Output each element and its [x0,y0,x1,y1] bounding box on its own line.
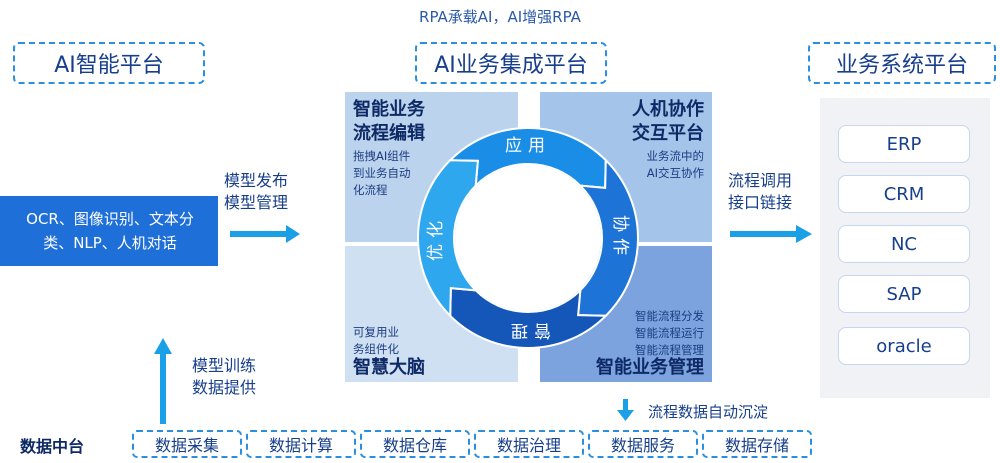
quadrant-flow-edit-note-1: 拖拽AI组件 [353,149,411,163]
quadrant-collaboration-note-1: 业务流中的 [646,149,705,163]
quadrant-management-title: 智能业务管理 [596,357,704,378]
quadrant-collaboration-note-2: AI交互协作 [646,166,704,180]
data-item-service: 数据服务 [588,430,698,458]
quadrant-management-note: 智能流程分发 智能流程运行 智能流程管理 [635,308,704,359]
quadrant-flow-edit-title-1: 智能业务 [353,99,425,120]
publish-label-line-2: 模型管理 [224,193,289,212]
ai-features-line-2: 类、NLP、人机对话 [43,234,177,252]
quadrant-collaboration-note: 业务流中的 AI交互协作 [647,148,705,182]
quadrant-flow-edit-note-2: 到业务自动 [353,166,411,180]
quadrant-brain-note-1: 可复用业 [353,325,399,339]
system-crm[interactable]: CRM [838,175,970,213]
quadrant-flow-edit-note: 拖拽AI组件 到业务自动 化流程 [353,148,411,199]
data-item-compute: 数据计算 [246,430,356,458]
cycle-segment-collaborate-label: 协作 [610,215,630,261]
quadrant-flow-edit-note-3: 化流程 [353,183,388,197]
data-center-label: 数据中台 [20,437,85,456]
quadrant-collaboration-title-1: 人机协作 [632,99,704,120]
cycle-center [455,165,601,311]
call-label-line-2: 接口链接 [728,193,793,212]
quadrant-brain-note-2: 务组件化 [353,342,399,356]
train-label: 模型训练 数据提供 [192,355,256,399]
quadrant-management-note-2: 智能流程运行 [635,326,704,340]
business-platform-header: 业务系统平台 [808,42,996,84]
ai-features-line-1: OCR、图像识别、文本分 [26,210,194,228]
quadrant-management-note-1: 智能流程分发 [635,309,704,323]
quadrant-flow-edit-title: 智能业务 流程编辑 [353,98,425,146]
quadrant-collaboration-title: 人机协作 交互平台 [632,98,704,146]
arrow-publish [230,225,300,243]
top-caption: RPA承载AI，AI增强RPA [419,8,581,26]
system-oracle[interactable]: oracle [838,327,970,365]
quadrant-brain-note: 可复用业 务组件化 [353,324,399,358]
quadrant-collaboration-title-2: 交互平台 [632,123,704,144]
ai-platform-header: AI智能平台 [13,42,205,84]
system-nc[interactable]: NC [838,225,970,263]
cycle-segment-apply-label: 应用 [505,136,551,156]
cycle-segment-optimize [417,159,479,319]
integration-platform-header: AI业务集成平台 [415,42,607,84]
arrow-call [730,225,812,243]
data-item-storage: 数据存储 [702,430,812,458]
data-item-collect: 数据采集 [132,430,242,458]
settle-label: 流程数据自动沉淀 [648,403,769,421]
cycle-segment-optimize-label: 优化 [426,215,446,261]
publish-label: 模型发布 模型管理 [224,170,288,214]
publish-label-line-1: 模型发布 [224,171,289,190]
arrow-settle [617,399,634,421]
system-erp[interactable]: ERP [838,125,970,163]
call-label: 流程调用 接口链接 [728,170,792,214]
train-label-line-2: 数据提供 [192,378,257,397]
arrow-train [154,338,172,424]
ai-features-box: OCR、图像识别、文本分 类、NLP、人机对话 [0,196,218,266]
call-label-line-1: 流程调用 [728,171,793,190]
system-sap[interactable]: SAP [838,275,970,313]
quadrant-management-note-3: 智能流程管理 [635,343,704,357]
train-label-line-1: 模型训练 [192,356,257,375]
quadrant-flow-edit-title-2: 流程编辑 [353,123,425,144]
data-item-governance: 数据治理 [474,430,584,458]
quadrant-brain-title: 智慧大脑 [353,357,425,378]
cycle-segment-manage-label: 管理 [505,320,551,340]
data-item-warehouse: 数据仓库 [360,430,470,458]
